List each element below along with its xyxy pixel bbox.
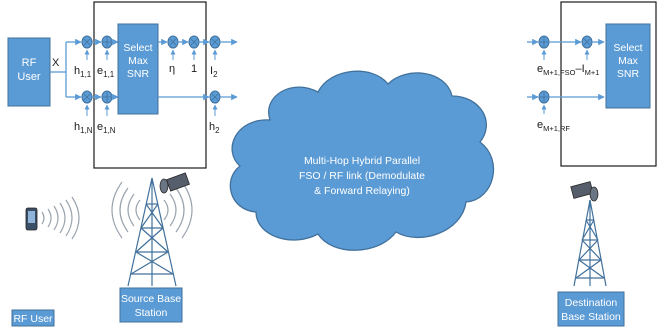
destination-station-line2: Base Station [561,311,621,323]
rf-user-label-box [11,309,55,327]
one-label: 1 [191,63,197,75]
signal-waves-icon [41,196,80,240]
select-right-line2: Max [618,55,639,67]
emrf-label: eM+1,RF [537,119,570,133]
source-station-label-box [119,287,183,323]
select-max-snr-left [117,23,159,115]
phone-icon [25,207,38,231]
x-label: X [52,57,60,69]
source-station-line1: Source Base [121,293,181,305]
destination-tower-icon [573,199,607,287]
e11-label: e1,1 [97,65,115,79]
multiplier-h1n-cross-b [83,93,91,101]
cloud-line1: Multi-Hop Hybrid Parallel [304,155,420,167]
rf-user-label: RF User [13,313,53,325]
dish-icon [159,172,190,194]
source-waves-icon [111,181,193,239]
select-max-snr-right [605,23,651,109]
multiplier-h11-cross-b [83,38,91,46]
source-station-line2: Station [135,307,168,319]
e1n-label: e1,N [97,121,116,135]
tower-icon [127,177,177,287]
left-panel [93,1,207,169]
cloud-line2: FSO / RF link (Demodulate [299,170,425,182]
select-right-line1: Select [613,42,642,54]
multiplier-i2-cross-b [211,38,219,46]
cloud-shape [229,70,495,251]
i2-label: I2 [210,65,218,79]
destination-station-line1: Destination [565,297,618,309]
multiplier-h2-cross-b [211,93,219,101]
right-panel [560,1,657,167]
select-left-line3: SNR [127,68,150,80]
select-left-line2: Max [128,55,149,67]
select-left-line1: Select [123,42,152,54]
select-right-line3: SNR [617,68,640,80]
cloud-line3: & Forward Relaying) [314,185,410,197]
emfso-label: eM+1,FSO–IM+1 [537,63,599,77]
rf-user-box-line2: User [17,71,41,83]
multiplier-im1-cross-b [583,38,591,46]
h11-label: h1,1 [74,65,92,79]
eta-label: η [169,63,175,75]
multiplier-eta-cross-b [169,38,177,46]
rf-user-box [7,37,51,107]
h2-label: h2 [209,121,220,135]
rf-user-box-line1: RF [22,57,37,69]
destination-dish-icon [570,181,599,202]
destination-station-label-box [557,291,625,327]
h1n-label: h1,N [74,121,93,135]
multiplier-one-cross-b [190,38,198,46]
